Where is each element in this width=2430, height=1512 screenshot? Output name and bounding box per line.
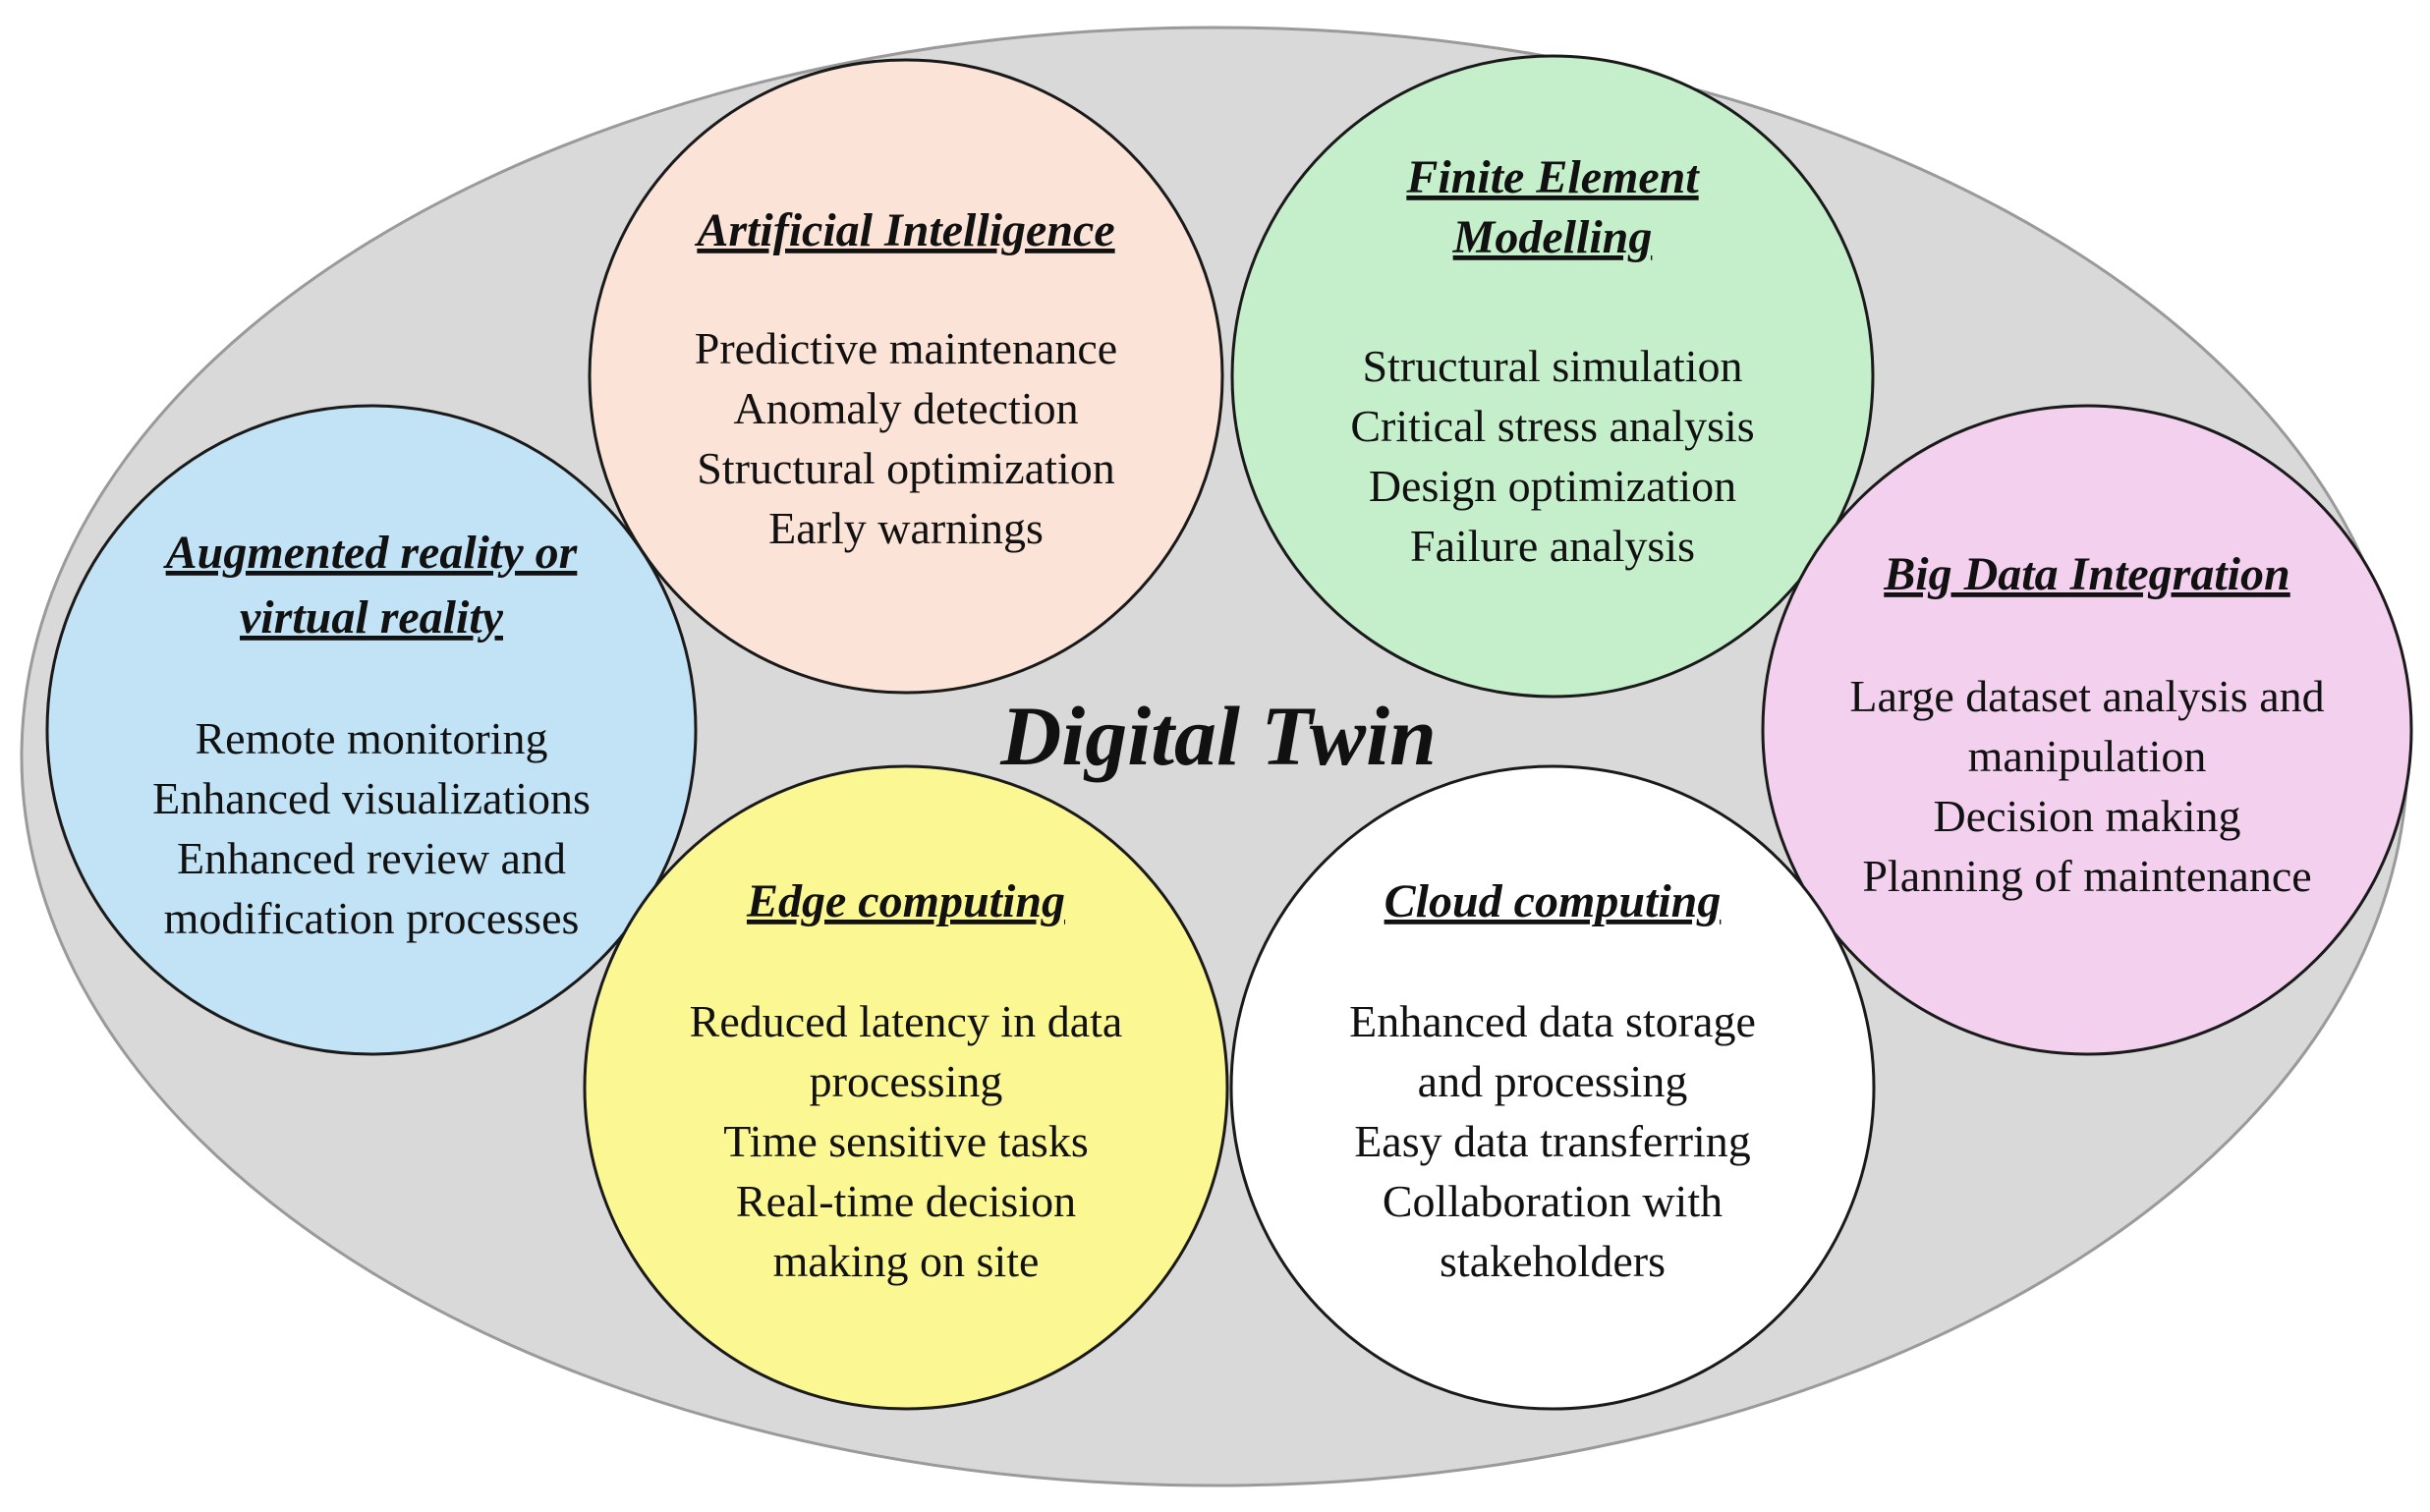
node-title: Cloud computing: [1385, 875, 1722, 927]
node-item: Time sensitive tasks: [723, 1116, 1088, 1166]
node-item: Real-time decision: [736, 1176, 1076, 1226]
node-item: Structural simulation: [1362, 341, 1742, 391]
node-title: Finite Element: [1405, 151, 1700, 203]
node-item: manipulation: [1968, 731, 2207, 781]
node-item: Anomaly detection: [733, 383, 1078, 433]
node-item: and processing: [1418, 1056, 1688, 1106]
node-item: stakeholders: [1440, 1236, 1666, 1286]
node-circle-cloud-computing: [1229, 764, 1876, 1411]
node-item: modification processes: [164, 893, 580, 943]
node-item: Decision making: [1934, 791, 2241, 841]
node-circle-finite-element-modelling: [1230, 54, 1875, 699]
node-item: Enhanced data storage: [1349, 996, 1756, 1046]
node-item: Predictive maintenance: [695, 323, 1117, 373]
node-circle-big-data-integration: [1761, 404, 2413, 1056]
center-label: Digital Twin: [999, 689, 1437, 783]
node-item: making on site: [773, 1236, 1040, 1286]
node-title: Edge computing: [746, 875, 1065, 927]
node-item: Enhanced review and: [177, 833, 566, 883]
node-item: Easy data transferring: [1354, 1116, 1751, 1166]
node-item: processing: [810, 1056, 1003, 1106]
node-item: Planning of maintenance: [1862, 851, 2311, 901]
node-title: Big Data Integration: [1883, 548, 2289, 600]
center-title: Digital Twin: [999, 689, 1437, 783]
node-title: Augmented reality or: [163, 527, 579, 579]
node-item: Design optimization: [1369, 461, 1736, 511]
node-item: Large dataset analysis and: [1849, 671, 2324, 721]
node-circle-edge-computing: [583, 764, 1229, 1411]
node-title: Artificial Intelligence: [694, 204, 1114, 256]
node-item: Early warnings: [768, 503, 1044, 553]
node-item: Collaboration with: [1383, 1176, 1723, 1226]
node-item: Critical stress analysis: [1350, 401, 1754, 451]
node-title: virtual reality: [240, 591, 504, 644]
node-item: Remote monitoring: [195, 713, 547, 763]
node-circle-augmented-reality: [45, 404, 698, 1056]
node-title: Modelling: [1452, 211, 1653, 263]
node-item: Enhanced visualizations: [152, 773, 591, 823]
node-item: Structural optimization: [697, 443, 1114, 493]
node-item: Reduced latency in data: [690, 996, 1123, 1046]
node-circle-artificial-intelligence: [588, 58, 1224, 695]
node-augmented-reality: Augmented reality or virtual realityRemot…: [45, 404, 698, 1056]
node-item: Failure analysis: [1410, 521, 1695, 571]
